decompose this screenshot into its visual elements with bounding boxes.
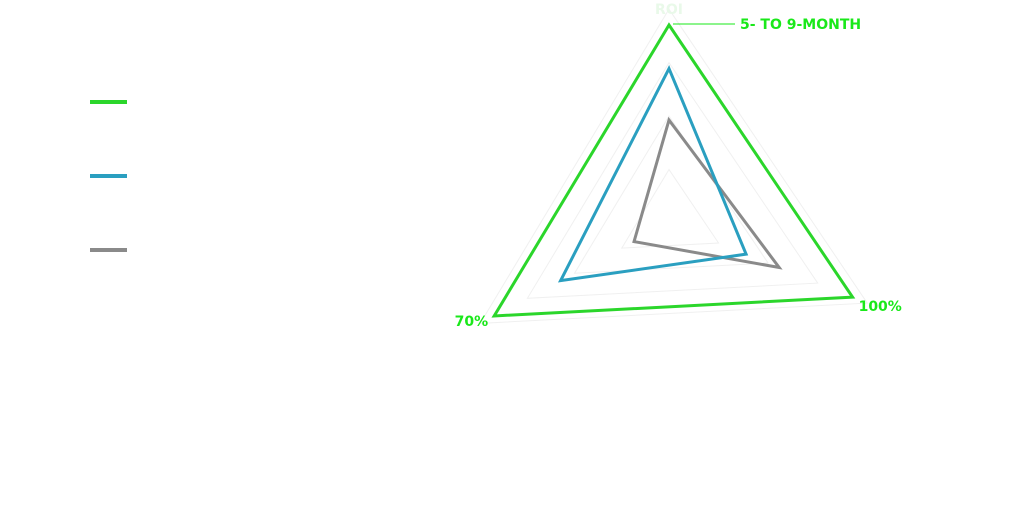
legend xyxy=(90,92,290,314)
annotation-bottom-left: 70% xyxy=(455,314,489,330)
series-polygon-1 xyxy=(557,64,749,283)
legend-item xyxy=(90,240,290,314)
series-polygon-0 xyxy=(491,22,856,318)
annotation-bottom-right: 100% xyxy=(859,299,902,315)
legend-swatch xyxy=(90,100,127,104)
series-polygon-2 xyxy=(632,116,783,270)
legend-swatch xyxy=(90,248,127,252)
radar-grid xyxy=(479,8,869,324)
grid-ring xyxy=(479,8,869,324)
grid-ring xyxy=(620,168,720,249)
grid-ring xyxy=(526,61,819,299)
legend-item xyxy=(90,92,290,166)
legend-swatch xyxy=(90,174,127,178)
annotation-top: 5- TO 9-MONTH xyxy=(740,17,861,33)
radar-series xyxy=(491,22,856,318)
radar-labels: ROI 5- TO 9-MONTH 100% 70% xyxy=(455,2,902,330)
axis-title-roi: ROI xyxy=(655,2,683,18)
legend-item xyxy=(90,166,290,240)
